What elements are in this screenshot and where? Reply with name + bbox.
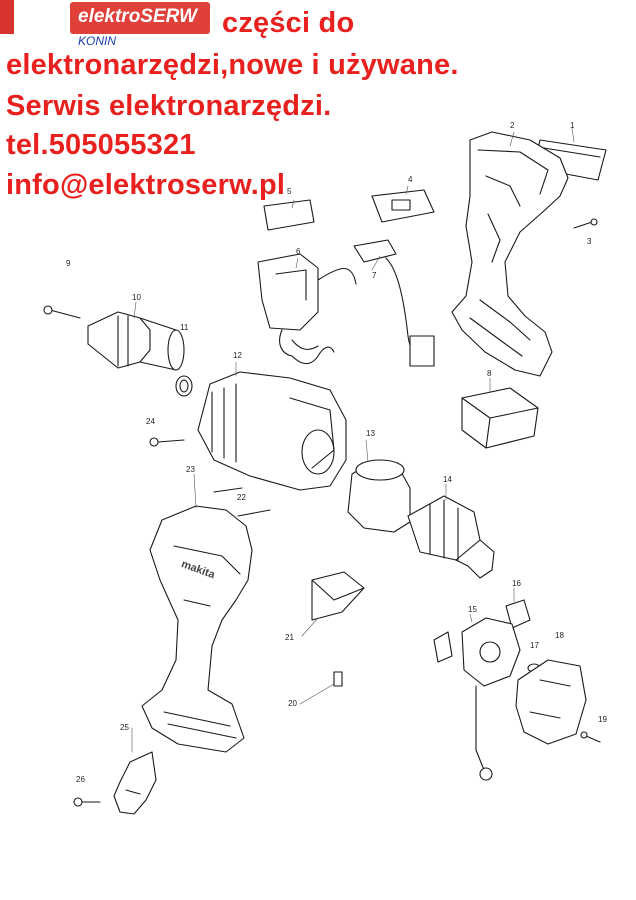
part-19-screw [580,731,601,743]
part-13-magnet-housing [347,459,411,533]
part-number-26: 26 [76,775,85,784]
part-15-brush-holder [433,617,521,781]
part-7-led-board [353,239,435,367]
part-number-21: 21 [285,633,294,642]
part-number-11: 11 [180,323,189,332]
part-number-4: 4 [408,175,413,184]
part-number-7: 7 [372,271,377,280]
leader-lines [131,127,575,753]
part-2-housing-half [451,131,569,377]
part-14-armature [407,495,495,579]
logo-brand: elektroSERW [78,6,197,27]
part-23-housing-half [141,505,253,753]
ad-line-tools: elektronarzędzi,nowe i używane. [6,49,459,81]
part-number-9: 9 [66,259,71,268]
part-number-20: 20 [288,699,297,708]
part-3-screw [573,218,598,229]
part-6-switch [257,253,357,365]
part-number-13: 13 [366,429,375,438]
part-number-24: 24 [146,417,155,426]
part-number-14: 14 [443,475,452,484]
part-25-belt-hook [113,751,157,815]
part-number-16: 16 [512,579,521,588]
part-number-19: 19 [598,715,607,724]
part-number-18: 18 [555,631,564,640]
part-11-ring [175,375,193,397]
ad-line-service: Serwis elektronarzędzi. [6,90,332,122]
part-number-1: 1 [570,121,575,130]
logo-box [70,2,210,34]
part-18-rear-cover [515,659,587,745]
part-number-6: 6 [296,247,301,256]
ad-line-phone: tel.505055321 [6,129,196,161]
part-number-12: 12 [233,351,242,360]
part-number-15: 15 [468,605,477,614]
part-number-3: 3 [587,237,592,246]
part-21-bracket [311,571,365,621]
part-20-screw [333,671,343,687]
part-5-small-block [263,199,315,231]
part-number-17: 17 [530,641,539,650]
part-24-screw [149,437,185,447]
part-26-screw [73,797,101,807]
part-10-chuck [87,311,185,371]
part-number-8: 8 [487,369,492,378]
part-4-switch-block [371,189,435,223]
part-number-10: 10 [132,293,141,302]
ad-line-parts: części do [222,7,355,39]
part-8-controller [461,387,539,449]
logo-tab [0,0,14,34]
part-number-labels: 1234567891011121314151617181920212223242… [66,121,607,784]
part-number-25: 25 [120,723,129,732]
part-9-bolt [43,305,81,319]
part-22-pin [213,487,271,517]
part-16-brush [505,599,531,629]
part-12-gear-housing [197,371,347,491]
shop-logo: elektroSERW KONIN [0,0,214,48]
part-number-23: 23 [186,465,195,474]
part-number-5: 5 [287,187,292,196]
part-number-22: 22 [237,493,246,502]
part-number-2: 2 [510,121,515,130]
logo-city: KONIN [78,34,117,48]
ad-line-email: info@elektroserw.pl [6,169,286,201]
